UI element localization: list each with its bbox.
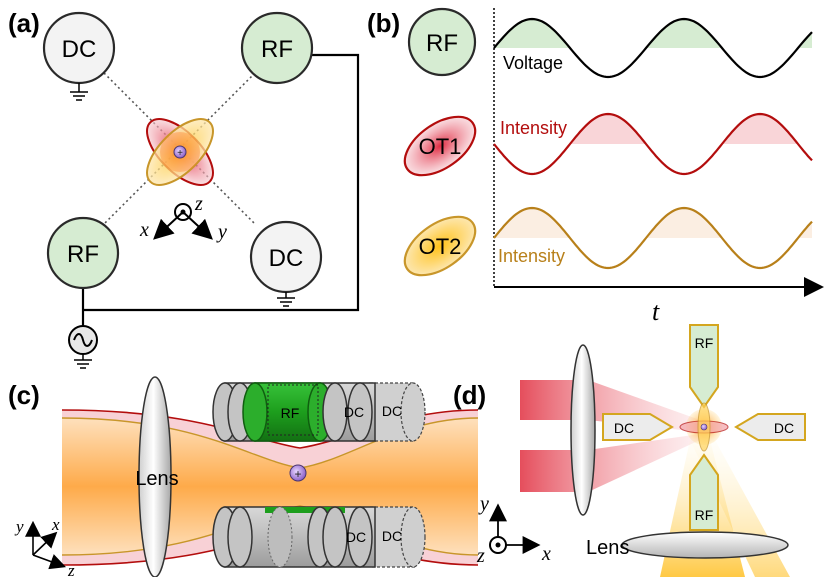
svg-text:z: z (67, 561, 75, 577)
lens-d-horizontal (621, 531, 789, 559)
dc-label-top-2: DC (382, 403, 402, 419)
dc-label-bottom-1: DC (346, 529, 366, 545)
ot1-symbol: OT1 (403, 115, 477, 177)
axes-c: y x z (14, 515, 75, 577)
signal-label-ot1: Intensity (500, 118, 567, 138)
electrode-rf-top-d: RF (689, 324, 719, 409)
svg-text:RF: RF (695, 335, 714, 351)
svg-text:RF: RF (426, 30, 458, 57)
wave-fill-2 (494, 208, 812, 238)
svg-text:RF: RF (695, 507, 714, 523)
time-axis-label: t (652, 297, 660, 326)
lens-d-vertical (570, 344, 596, 516)
dc-label-bottom-2: DC (382, 528, 402, 544)
panel-c-label: (c) (8, 380, 40, 410)
electrode-rf-bottom-d: RF (689, 453, 719, 531)
svg-text:y: y (478, 493, 489, 515)
electrode-dc-left-d: DC (602, 413, 674, 441)
rf-symbol: RF (407, 7, 477, 77)
svg-text:+: + (177, 148, 183, 159)
trap-center-d (679, 402, 729, 452)
svg-text:y: y (216, 221, 227, 243)
svg-text:+: + (294, 467, 301, 481)
ot2-symbol: OT2 (403, 215, 477, 277)
wave-fill-0 (494, 19, 812, 48)
panel-d: (d) Lens RF RF DC DC (453, 324, 806, 577)
lens-c: Lens (135, 376, 179, 577)
electrode-rf-top: RF (240, 11, 314, 85)
svg-text:OT2: OT2 (419, 234, 462, 259)
svg-text:z: z (194, 193, 203, 215)
electrode-dc-right-d: DC (734, 413, 806, 441)
dc-label-top-1: DC (344, 404, 364, 420)
ac-source-icon (68, 325, 98, 369)
wave-line-1 (493, 112, 813, 176)
wave-fill-1 (494, 114, 812, 144)
beam-red-lower-d (520, 434, 700, 492)
signal-label-ot2: Intensity (498, 246, 565, 266)
svg-text:Lens: Lens (135, 468, 178, 490)
panel-a-label: (a) (8, 8, 40, 38)
electrodes-bottom-c: DC DC (212, 506, 426, 568)
waveforms (493, 17, 813, 270)
ion-icon: + (173, 145, 187, 159)
svg-text:x: x (139, 219, 149, 241)
svg-text:OT1: OT1 (419, 134, 462, 159)
panel-a: (a) DC RF RF DC (8, 8, 360, 369)
electrode-rf-bottom: RF (46, 216, 120, 290)
wave-line-0 (493, 17, 813, 79)
signal-label-voltage: Voltage (503, 53, 563, 73)
electrodes-top-c: RF DC DC (212, 382, 426, 442)
axes-a: x y z (139, 193, 227, 243)
svg-text:x: x (541, 543, 551, 565)
axes-d: y x z (476, 493, 551, 567)
svg-text:x: x (51, 515, 60, 534)
ion-icon-c: + (289, 464, 307, 482)
panel-b-label: (b) (367, 8, 400, 38)
panel-d-label: (d) (453, 380, 486, 410)
panel-b: (b) RF OT1 OT2 t Voltage Intensity Inten… (367, 7, 824, 326)
svg-text:DC: DC (774, 420, 794, 436)
svg-text:DC: DC (614, 420, 634, 436)
wave-line-2 (493, 206, 813, 270)
svg-text:y: y (14, 517, 24, 536)
svg-text:RF: RF (67, 241, 99, 268)
svg-text:DC: DC (269, 245, 304, 272)
svg-text:DC: DC (62, 36, 97, 63)
svg-text:z: z (476, 545, 485, 567)
electrode-dc-bottom: DC (249, 220, 323, 307)
electrode-dc-top: DC (42, 11, 116, 101)
lens-d-label: Lens (586, 537, 629, 559)
rf-electrode-label-c: RF (281, 405, 300, 421)
panel-c: (c) RF DC DC (8, 376, 479, 577)
rf-wire (83, 53, 360, 312)
svg-text:RF: RF (261, 36, 293, 63)
